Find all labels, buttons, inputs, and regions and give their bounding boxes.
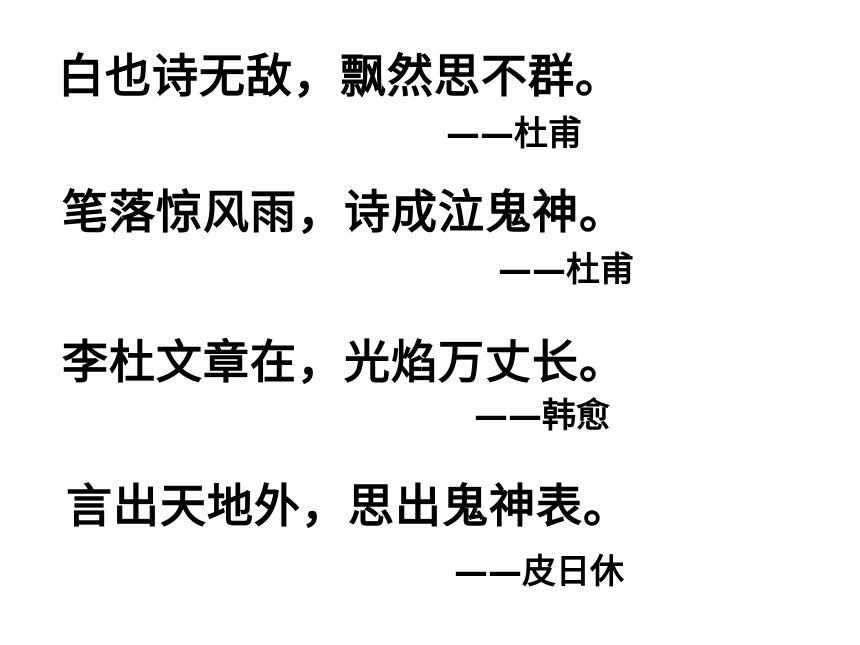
quote-author-4: ——皮日休: [454, 552, 624, 592]
quote-verse-2: 笔落惊风雨，诗成泣鬼神。: [62, 185, 626, 239]
quote-verse-4: 言出天地外，思出鬼神表。: [66, 479, 630, 533]
quote-verse-1: 白也诗无敌，飘然思不群。: [58, 49, 622, 103]
quote-author-1: ——杜甫: [446, 114, 582, 154]
quote-verse-3: 李杜文章在，光焰万丈长。: [62, 335, 626, 389]
quote-author-3: ——韩愈: [474, 396, 610, 436]
quote-author-2: ——杜甫: [498, 250, 634, 290]
